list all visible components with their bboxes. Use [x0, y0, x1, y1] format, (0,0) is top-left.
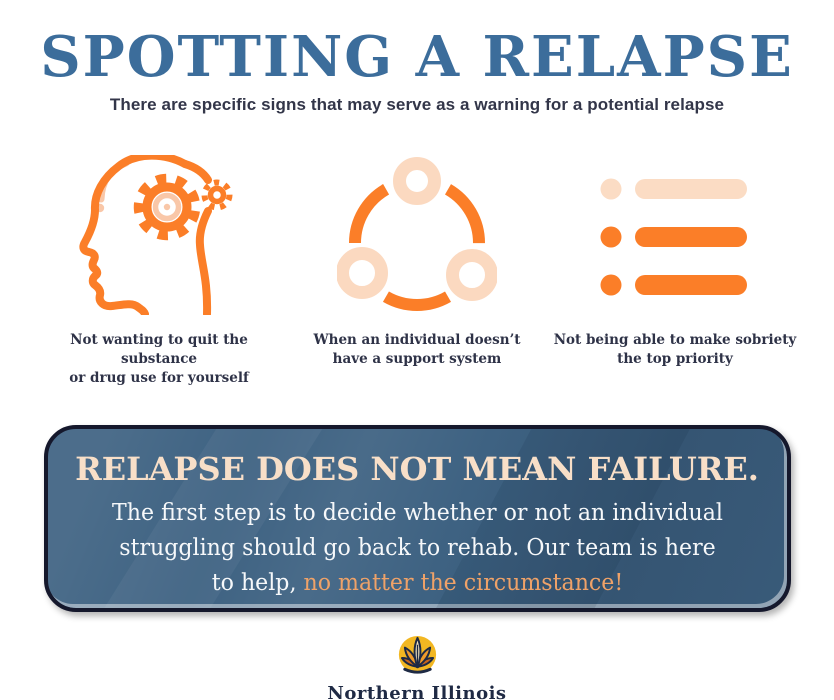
sign-caption-line: or drug use for yourself	[69, 369, 249, 386]
org-name: Northern Illinois	[327, 683, 507, 700]
quote-body-line: to help, no matter the circumstance!	[70, 565, 765, 600]
quote-body-line: struggling should go back to rehab. Our …	[118, 533, 716, 562]
sign-caption-line: Not being able to make sobriety	[553, 331, 797, 348]
quote-body-line: The first step is to decide whether or n…	[111, 498, 723, 527]
sign-caption-line: When an individual doesn’t	[313, 331, 521, 348]
support-circles-icon	[337, 156, 497, 311]
sign-caption: Not wanting to quit the substance or dru…	[30, 331, 288, 388]
quote-body-line3-prefix: to help,	[211, 568, 303, 597]
quote-highlight-text: no matter the circumstance!	[302, 568, 623, 597]
sign-caption: When an individual doesn’t have a suppor…	[313, 331, 520, 369]
sign-column-support: When an individual doesn’t have a suppor…	[288, 155, 546, 388]
sign-caption-line: the top priority	[617, 350, 733, 367]
sign-column-priority: Not being able to make sobriety the top …	[546, 155, 804, 388]
warning-signs-row: Not wanting to quit the substance or dru…	[0, 154, 834, 388]
sign-caption-line: Not wanting to quit the substance	[70, 331, 248, 367]
head-gears-icon	[79, 154, 233, 315]
quote-body: The first step is to decide whether or n…	[70, 495, 765, 600]
page-subtitle: There are specific signs that may serve …	[109, 94, 725, 114]
page-title: SPOTTING A RELAPSE	[40, 24, 794, 90]
checklist-icon	[600, 178, 747, 296]
sign-caption-line: have a support system	[332, 350, 502, 367]
header: SPOTTING A RELAPSE There are specific si…	[0, 0, 834, 115]
quote-box: RELAPSE DOES NOT MEAN FAILURE. The first…	[43, 425, 791, 613]
recovery-center-emblem-icon	[398, 636, 436, 675]
footer-logo: Northern Illinois RECOVERY CENTER	[0, 634, 834, 700]
sign-column-substance: Not wanting to quit the substance or dru…	[30, 154, 288, 388]
quote-heading: RELAPSE DOES NOT MEAN FAILURE.	[75, 450, 759, 489]
sign-caption: Not being able to make sobriety the top …	[554, 331, 797, 369]
